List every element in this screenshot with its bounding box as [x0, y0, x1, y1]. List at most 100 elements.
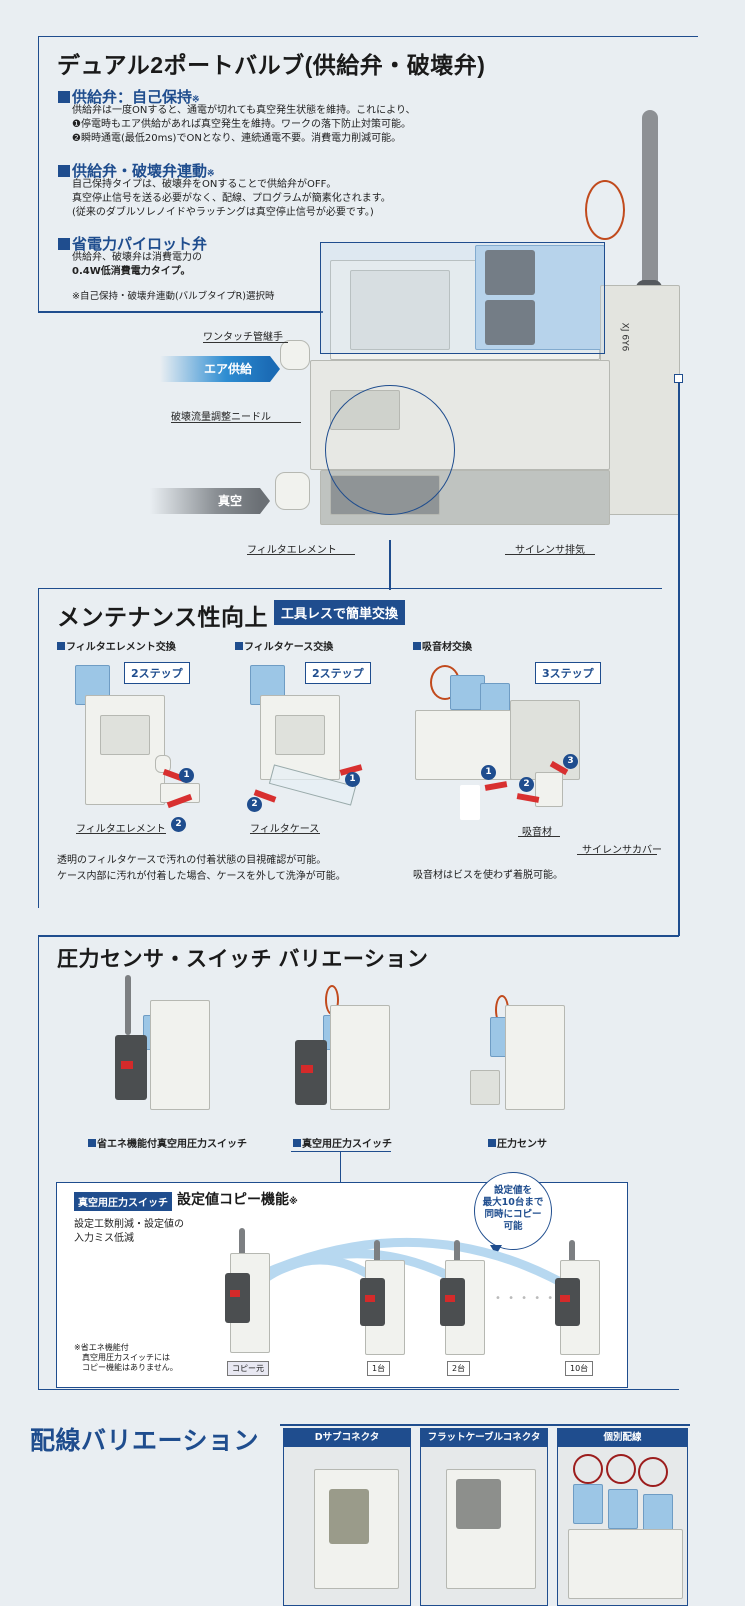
- wiring-card-flat: フラットケーブルコネクタ: [420, 1428, 548, 1606]
- maintenance-line: ケース内部に汚れが付着した場合、ケースを外して洗浄が可能。: [57, 871, 346, 882]
- pilot-valve: [573, 1484, 603, 1524]
- display: [445, 1295, 455, 1302]
- sec3-line: 0.4W低消費電力タイプ。: [72, 266, 191, 277]
- flat-cable-connector-icon: [456, 1479, 501, 1529]
- unit-body: [330, 1005, 390, 1110]
- maintenance-line: 透明のフィルタケースで汚れの付着状態の目視確認が可能。: [57, 855, 327, 866]
- unit-detail: [275, 715, 325, 755]
- copy-note-line: 真空用圧力スイッチには: [82, 1353, 170, 1362]
- pressure-sensor: [470, 1070, 500, 1105]
- wiring-card-dsub: Dサブコネクタ: [283, 1428, 411, 1606]
- copy-desc-line: 設定工数削減・設定値の: [74, 1219, 184, 1230]
- unit-label-10: 10台: [565, 1361, 594, 1376]
- copy-tag: 真空用圧力スイッチ: [74, 1192, 172, 1211]
- connector-line: [389, 540, 391, 590]
- absorber-illustration: [410, 655, 610, 835]
- connector-node: [674, 374, 683, 383]
- callout-filter-element: フィルタエレメント: [247, 545, 337, 556]
- cable: [642, 110, 658, 310]
- ejector-unit-illustration: XJ 6Y6: [270, 100, 710, 540]
- bubble-line: 可能: [503, 1221, 523, 1232]
- display: [121, 1061, 133, 1069]
- arrow-icon: [260, 488, 270, 514]
- unit-body: [150, 1000, 210, 1110]
- square-bullet-icon: [293, 1139, 301, 1147]
- copy-target-unit: [360, 1240, 410, 1358]
- variation-caption-2: 真空用圧力スイッチ: [293, 1135, 392, 1150]
- unit-detail: [100, 715, 150, 755]
- pressure-sensor-illustration: [465, 995, 585, 1125]
- pilot-coil: [485, 250, 535, 295]
- copy-note-line: コピー機能はありません。: [82, 1363, 178, 1372]
- steps-badge-1: 2ステップ: [124, 662, 190, 684]
- step-number: 3: [563, 754, 578, 769]
- unit-body: [505, 1005, 565, 1110]
- sec3-heading-text: 省電力パイロット弁: [72, 236, 208, 253]
- connector-line: [678, 378, 680, 936]
- red-arrow-icon: [484, 781, 508, 791]
- callout-line: [577, 854, 657, 855]
- lead-wire: [606, 1454, 636, 1484]
- frame-line: [38, 935, 679, 937]
- callout-silencer: サイレンサ排気: [515, 545, 585, 556]
- wiring-card-individual: 個別配線: [557, 1428, 688, 1606]
- bubble-line: 設定値を: [493, 1185, 532, 1196]
- sec2-line: 自己保持タイプは、破壊弁をONすることで供給弁がOFF。: [72, 179, 337, 190]
- manifold-body: [415, 710, 515, 780]
- square-bullet-icon: [235, 642, 243, 650]
- pilot-valve: [608, 1489, 638, 1529]
- sec3-heading: 省電力パイロット弁: [58, 233, 207, 254]
- pressure-switch: [225, 1273, 250, 1323]
- callout-line: [76, 833, 166, 834]
- maintenance-title: メンテナンス性向上: [57, 604, 269, 630]
- filter-case-illustration: [240, 655, 405, 825]
- wiring-title: 配線バリエーション: [30, 1427, 260, 1455]
- sec2-heading: 供給弁・破壊弁連動※: [58, 160, 215, 181]
- sec2-line: 真空停止信号を送る必要がなく、配線、プログラムが簡素化されます。: [72, 193, 391, 204]
- sec2-mark: ※: [207, 168, 215, 178]
- copy-note: ※省エネ機能付 真空用圧力スイッチには コピー機能はありません。: [74, 1343, 178, 1373]
- step-number: 2: [171, 817, 186, 832]
- step-number: 1: [345, 772, 360, 787]
- square-bullet-icon: [88, 1139, 96, 1147]
- sec1-line: ❷瞬時通電(最低20ms)でONとなり、連続通電不要。消費電力削減可能。: [72, 133, 402, 144]
- bubble-line: 最大10台まで: [482, 1197, 544, 1208]
- caption-filter-case: フィルタケース交換: [235, 638, 333, 653]
- device-marking: XJ 6Y6: [619, 322, 630, 352]
- fitting-air: [280, 340, 310, 370]
- callout-line: [247, 554, 355, 555]
- copy-desc: 設定工数削減・設定値の 入力ミス低減: [74, 1218, 184, 1246]
- wiring-label-individual: 個別配線: [558, 1429, 687, 1447]
- caption-filter-element: フィルタエレメント交換: [57, 638, 176, 653]
- wiring-label-dsub: Dサブコネクタ: [284, 1429, 410, 1447]
- dual-valve-title: デュアル2ポートバルブ(供給弁・破壊弁): [57, 52, 486, 78]
- pressure-switch-illustration: [285, 985, 405, 1125]
- copy-source-unit: [225, 1228, 275, 1358]
- copy-title: 設定値コピー機能※: [177, 1192, 298, 1208]
- pressure-title: 圧力センサ・スイッチ バリエーション: [57, 948, 429, 971]
- filter-element-illustration: [55, 655, 220, 825]
- pressure-switch-eco-illustration: [105, 975, 225, 1125]
- callout-needle: 破壊流量調整ニードル: [171, 412, 271, 423]
- display: [230, 1290, 240, 1297]
- cable: [569, 1240, 575, 1265]
- arrow-icon: [270, 356, 280, 382]
- fitting-vacuum: [275, 472, 310, 510]
- sec3-note: ※自己保持・破壊弁連動(バルブタイプR)選択時: [72, 291, 275, 302]
- pressure-switch: [440, 1278, 465, 1326]
- display: [560, 1295, 570, 1302]
- ellipsis-dots: • • • • • • •: [495, 1293, 582, 1304]
- sec1-heading-text: 供給弁：自己保持: [72, 89, 193, 106]
- step-number: 2: [247, 797, 262, 812]
- bubble-tail-icon: [490, 1245, 502, 1255]
- label-absorber: 吸音材: [522, 827, 552, 838]
- caption-underline: [291, 1151, 391, 1152]
- highlight-circle: [325, 385, 455, 515]
- callout-line: [171, 422, 301, 423]
- copy-arc: [248, 1237, 578, 1294]
- steps-badge-2: 2ステップ: [305, 662, 371, 684]
- square-bullet-icon: [58, 238, 70, 250]
- air-supply-tag: エア供給: [160, 356, 270, 382]
- callout-line: [203, 342, 288, 343]
- sec2-body: 自己保持タイプは、破壊弁をONすることで供給弁がOFF。 真空停止信号を送る必要…: [72, 178, 391, 220]
